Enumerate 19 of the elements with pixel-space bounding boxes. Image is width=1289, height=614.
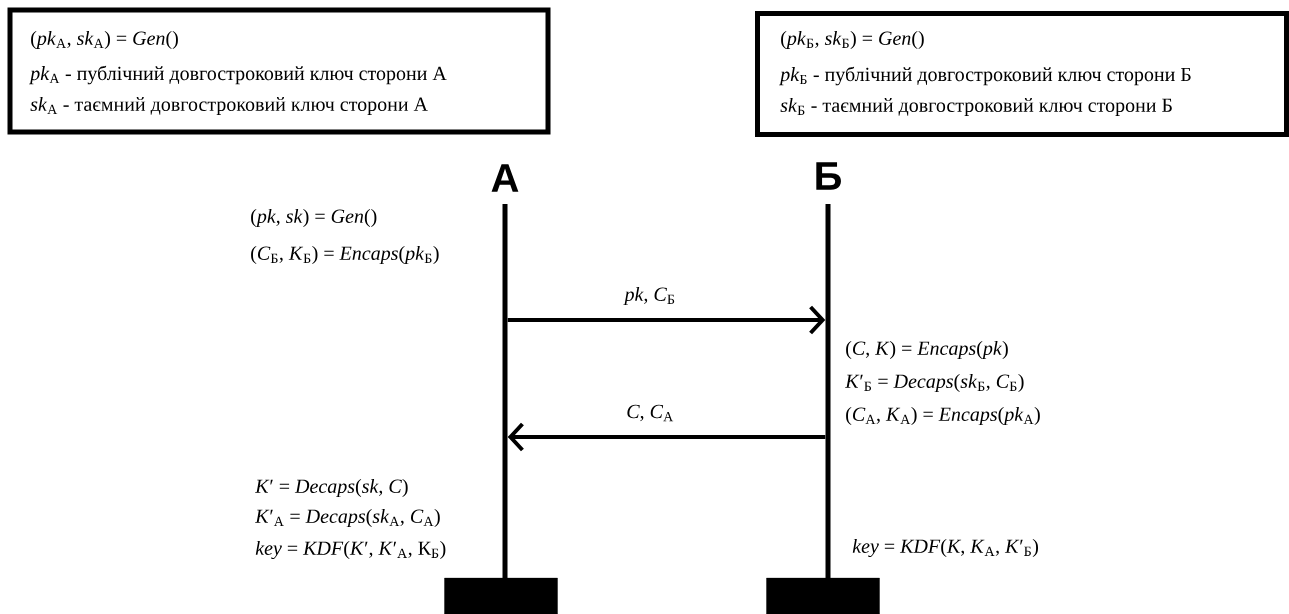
edge-label: C, C$_{A}$: [625, 403, 675, 423]
formula-text: (pk, sk) = Gen(): [251, 208, 377, 228]
formula-text: key = KDF(K′, K′$_{A}$, К$_{Б}$): [255, 540, 446, 560]
edge-label: pk, C$_{Б}$: [623, 285, 677, 307]
formula-text: K′$_{A}$ = Decaps(sk$_{A}$, C$_{A}$): [254, 508, 440, 528]
end-bar: [444, 577, 558, 614]
party-label: Б: [816, 162, 841, 190]
formula-text: key = KDF(K, K$_{A}$, K′$_{Б}$): [852, 538, 1038, 558]
formula-text: K′$_{Б}$ = Decaps(sk$_{Б}$, C$_{Б}$): [845, 373, 1024, 393]
message-arrow: [507, 422, 826, 452]
party-label: А: [491, 164, 519, 192]
note-box: (pk$_{A}$, sk$_{A}$) = Gen() pk$_{A}$ - публічний довгостроковий ключ сторони А sk$_{A}$ - таємний довгостроковий ключ сторони А: [7, 7, 551, 135]
formula-text: (C, K) = Encaps(pk): [846, 340, 1008, 360]
formula-text: K′ = Decaps(sk, C): [254, 478, 408, 498]
formula-text: (C$_{Б}$, K$_{Б}$) = Encaps(pk$_{Б}$): [251, 245, 439, 265]
formula-text: (C$_{A}$, K$_{A}$) = Encaps(pk$_{A}$): [846, 406, 1040, 426]
end-bar: [766, 577, 880, 614]
message-arrow: [507, 305, 826, 335]
note-box: (pk$_{Б}$, sk$_{Б}$) = Gen() pk$_{Б}$ - публічний довгостроковий ключ сторони Б sk$_{Б}$ - таємний довгостроковий ключ сторони Б: [755, 11, 1289, 137]
